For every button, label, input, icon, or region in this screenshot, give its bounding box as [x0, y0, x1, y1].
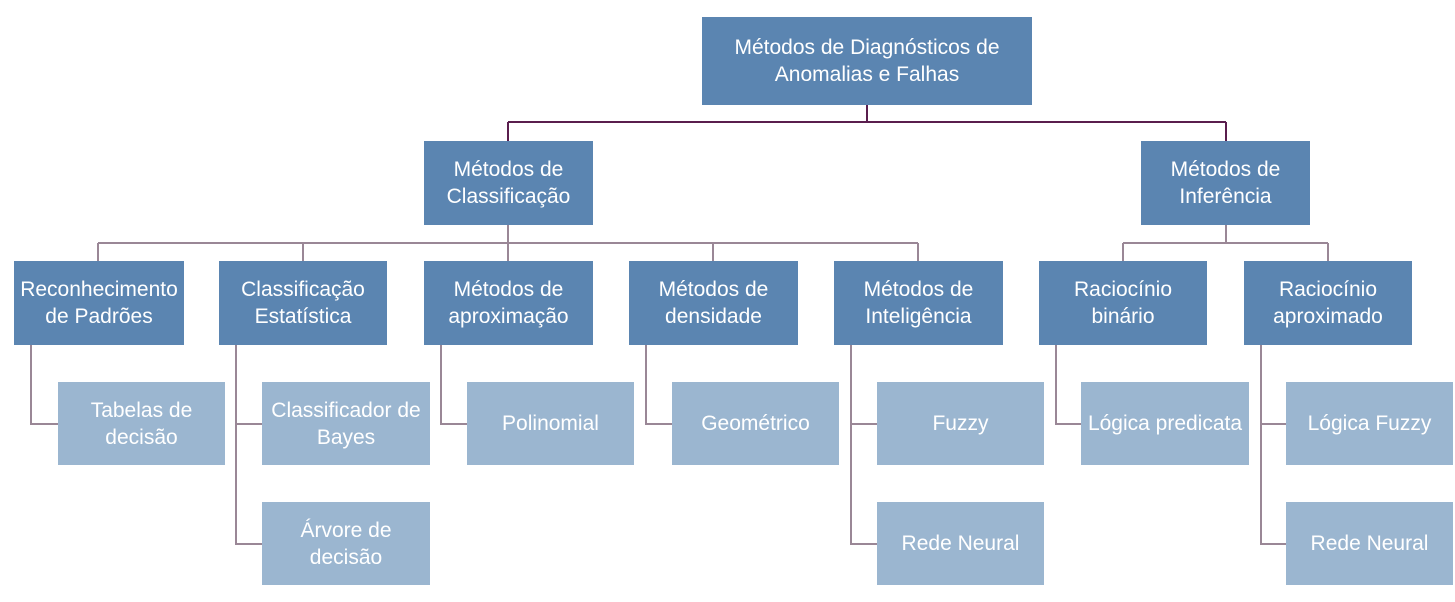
decision-tables-node: Tabelas de decisão [58, 382, 225, 465]
neural-network-node-2: Rede Neural [1286, 502, 1453, 585]
pattern-recognition-node: Reconhecimento de Padrões [14, 261, 184, 345]
fuzzy-node: Fuzzy [877, 382, 1044, 465]
classification-methods-node: Métodos de Classificação [424, 141, 593, 225]
neural-network-node: Rede Neural [877, 502, 1044, 585]
root-connector [507, 105, 1227, 141]
root-node: Métodos de Diagnósticos de Anomalias e F… [702, 17, 1032, 105]
intelligence-methods-node: Métodos de Inteligência [834, 261, 1003, 345]
fuzzy-logic-node: Lógica Fuzzy [1286, 382, 1453, 465]
geometric-node: Geométrico [672, 382, 839, 465]
approximation-methods-node: Métodos de aproximação [424, 261, 593, 345]
polynomial-node: Polinomial [467, 382, 634, 465]
statistical-classification-node: Classificação Estatística [219, 261, 387, 345]
inference-methods-node: Métodos de Inferência [1141, 141, 1310, 225]
density-methods-node: Métodos de densidade [629, 261, 798, 345]
decision-tree-node: Árvore de decisão [262, 502, 430, 585]
binary-reasoning-node: Raciocínio binário [1039, 261, 1207, 345]
predicate-logic-node: Lógica predicata [1081, 382, 1249, 465]
leaf-connectors [30, 345, 1286, 545]
bayes-classifier-node: Classificador de Bayes [262, 382, 430, 465]
classification-connector [97, 225, 919, 261]
inference-connector [1122, 225, 1329, 261]
approximate-reasoning-node: Raciocínio aproximado [1244, 261, 1412, 345]
